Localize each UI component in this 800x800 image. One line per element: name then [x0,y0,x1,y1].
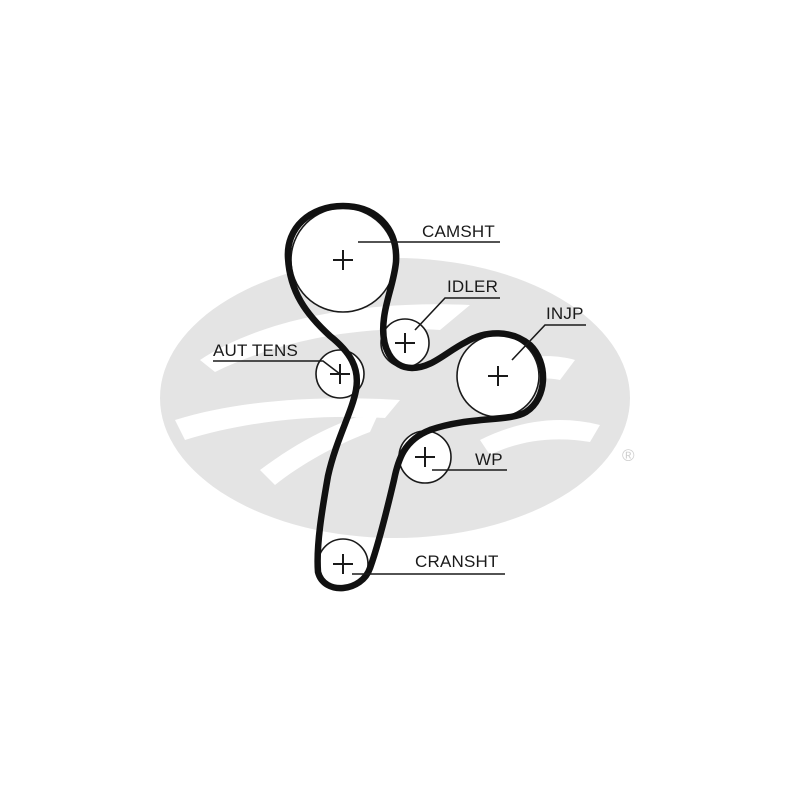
gates-logo-watermark: ® [160,258,635,538]
wp-label: WP [475,450,503,469]
idler-leader [414,297,500,331]
aut-tens-label: AUT TENS [213,341,298,360]
idler-center-icon [395,333,415,353]
registered-mark: ® [622,446,635,465]
camsht-label: CAMSHT [422,222,495,241]
injp-center-icon [488,366,508,386]
idler-label: IDLER [447,277,498,296]
leader-lines [213,241,586,575]
wp-center-icon [415,447,435,467]
aut-tens-leader [213,360,341,375]
logo-lettering [175,304,600,485]
timing-belt [284,202,547,592]
camshaft-center-icon [333,250,353,270]
center-marks [330,250,508,574]
cransht-label: CRANSHT [415,552,499,571]
labels: CAMSHT IDLER INJP AUT TENS WP CRANSHT [213,222,584,571]
logo-oval [160,258,630,538]
injp-leader [511,324,586,361]
crankshaft-center-icon [333,554,353,574]
injp-label: INJP [546,304,584,323]
